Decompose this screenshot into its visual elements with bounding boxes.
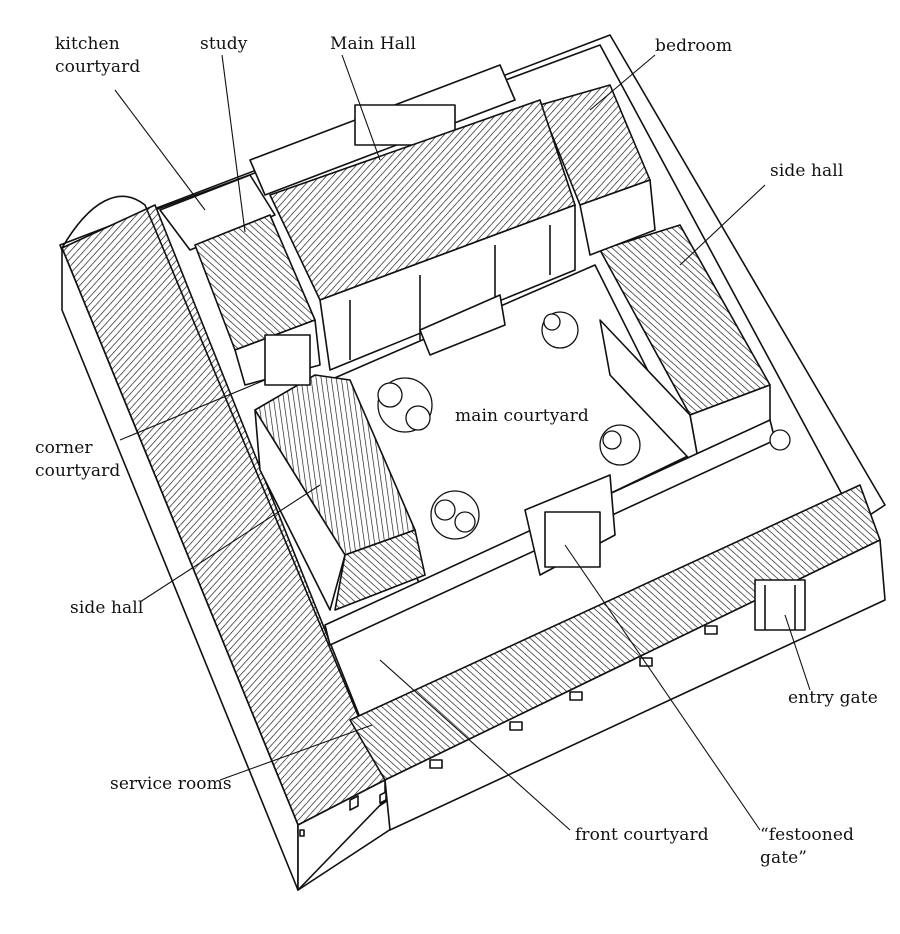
- leader-main-hall: [341, 54, 381, 161]
- leader-entry-gate: [784, 614, 811, 691]
- label-kitchen-courtyard: kitchen courtyard: [55, 34, 141, 77]
- window-mark: [299, 829, 305, 837]
- leader-service-rooms: [219, 724, 373, 781]
- label-side-hall-left: side hall: [70, 598, 144, 618]
- leader-kitchen-courtyard: [114, 89, 206, 211]
- label-side-hall-right: side hall: [770, 161, 844, 181]
- leader-festooned-gate: [564, 544, 761, 831]
- west-side-hall: [254, 374, 426, 611]
- label-service-rooms: service rooms: [110, 774, 232, 794]
- label-main-hall: Main Hall: [330, 34, 417, 54]
- east-side-hall: [599, 224, 771, 471]
- courtyard-trees: [377, 311, 791, 540]
- tree: [599, 424, 641, 466]
- label-entry-gate: entry gate: [788, 688, 878, 708]
- label-main-courtyard: main courtyard: [455, 406, 589, 426]
- window-mark: [349, 795, 359, 811]
- main-hall: [249, 64, 576, 371]
- corner-courtyard-block: [264, 334, 311, 386]
- tree: [769, 429, 791, 451]
- label-bedroom: bedroom: [655, 36, 733, 56]
- west-long-roof: [61, 195, 386, 891]
- label-festooned-gate: “festooned gate”: [760, 825, 854, 868]
- leader-front-courtyard: [379, 659, 571, 831]
- entry-gate-structure: [754, 579, 806, 631]
- label-front-courtyard: front courtyard: [575, 825, 709, 845]
- bedroom-roof: [539, 84, 656, 256]
- leader-side-hall-right: [679, 184, 766, 266]
- window-mark: [379, 791, 387, 804]
- leader-lines: [114, 54, 811, 831]
- leader-corner-courtyard: [119, 379, 266, 441]
- kitchen-courtyard-ground: [159, 174, 276, 251]
- tree: [377, 377, 433, 433]
- tree: [430, 490, 480, 540]
- label-corner-courtyard: corner courtyard: [35, 438, 121, 481]
- label-study: study: [200, 34, 248, 54]
- tree: [541, 311, 579, 349]
- leader-side-hall-left: [139, 484, 321, 603]
- leader-study: [221, 54, 246, 233]
- leader-bedroom: [589, 54, 656, 111]
